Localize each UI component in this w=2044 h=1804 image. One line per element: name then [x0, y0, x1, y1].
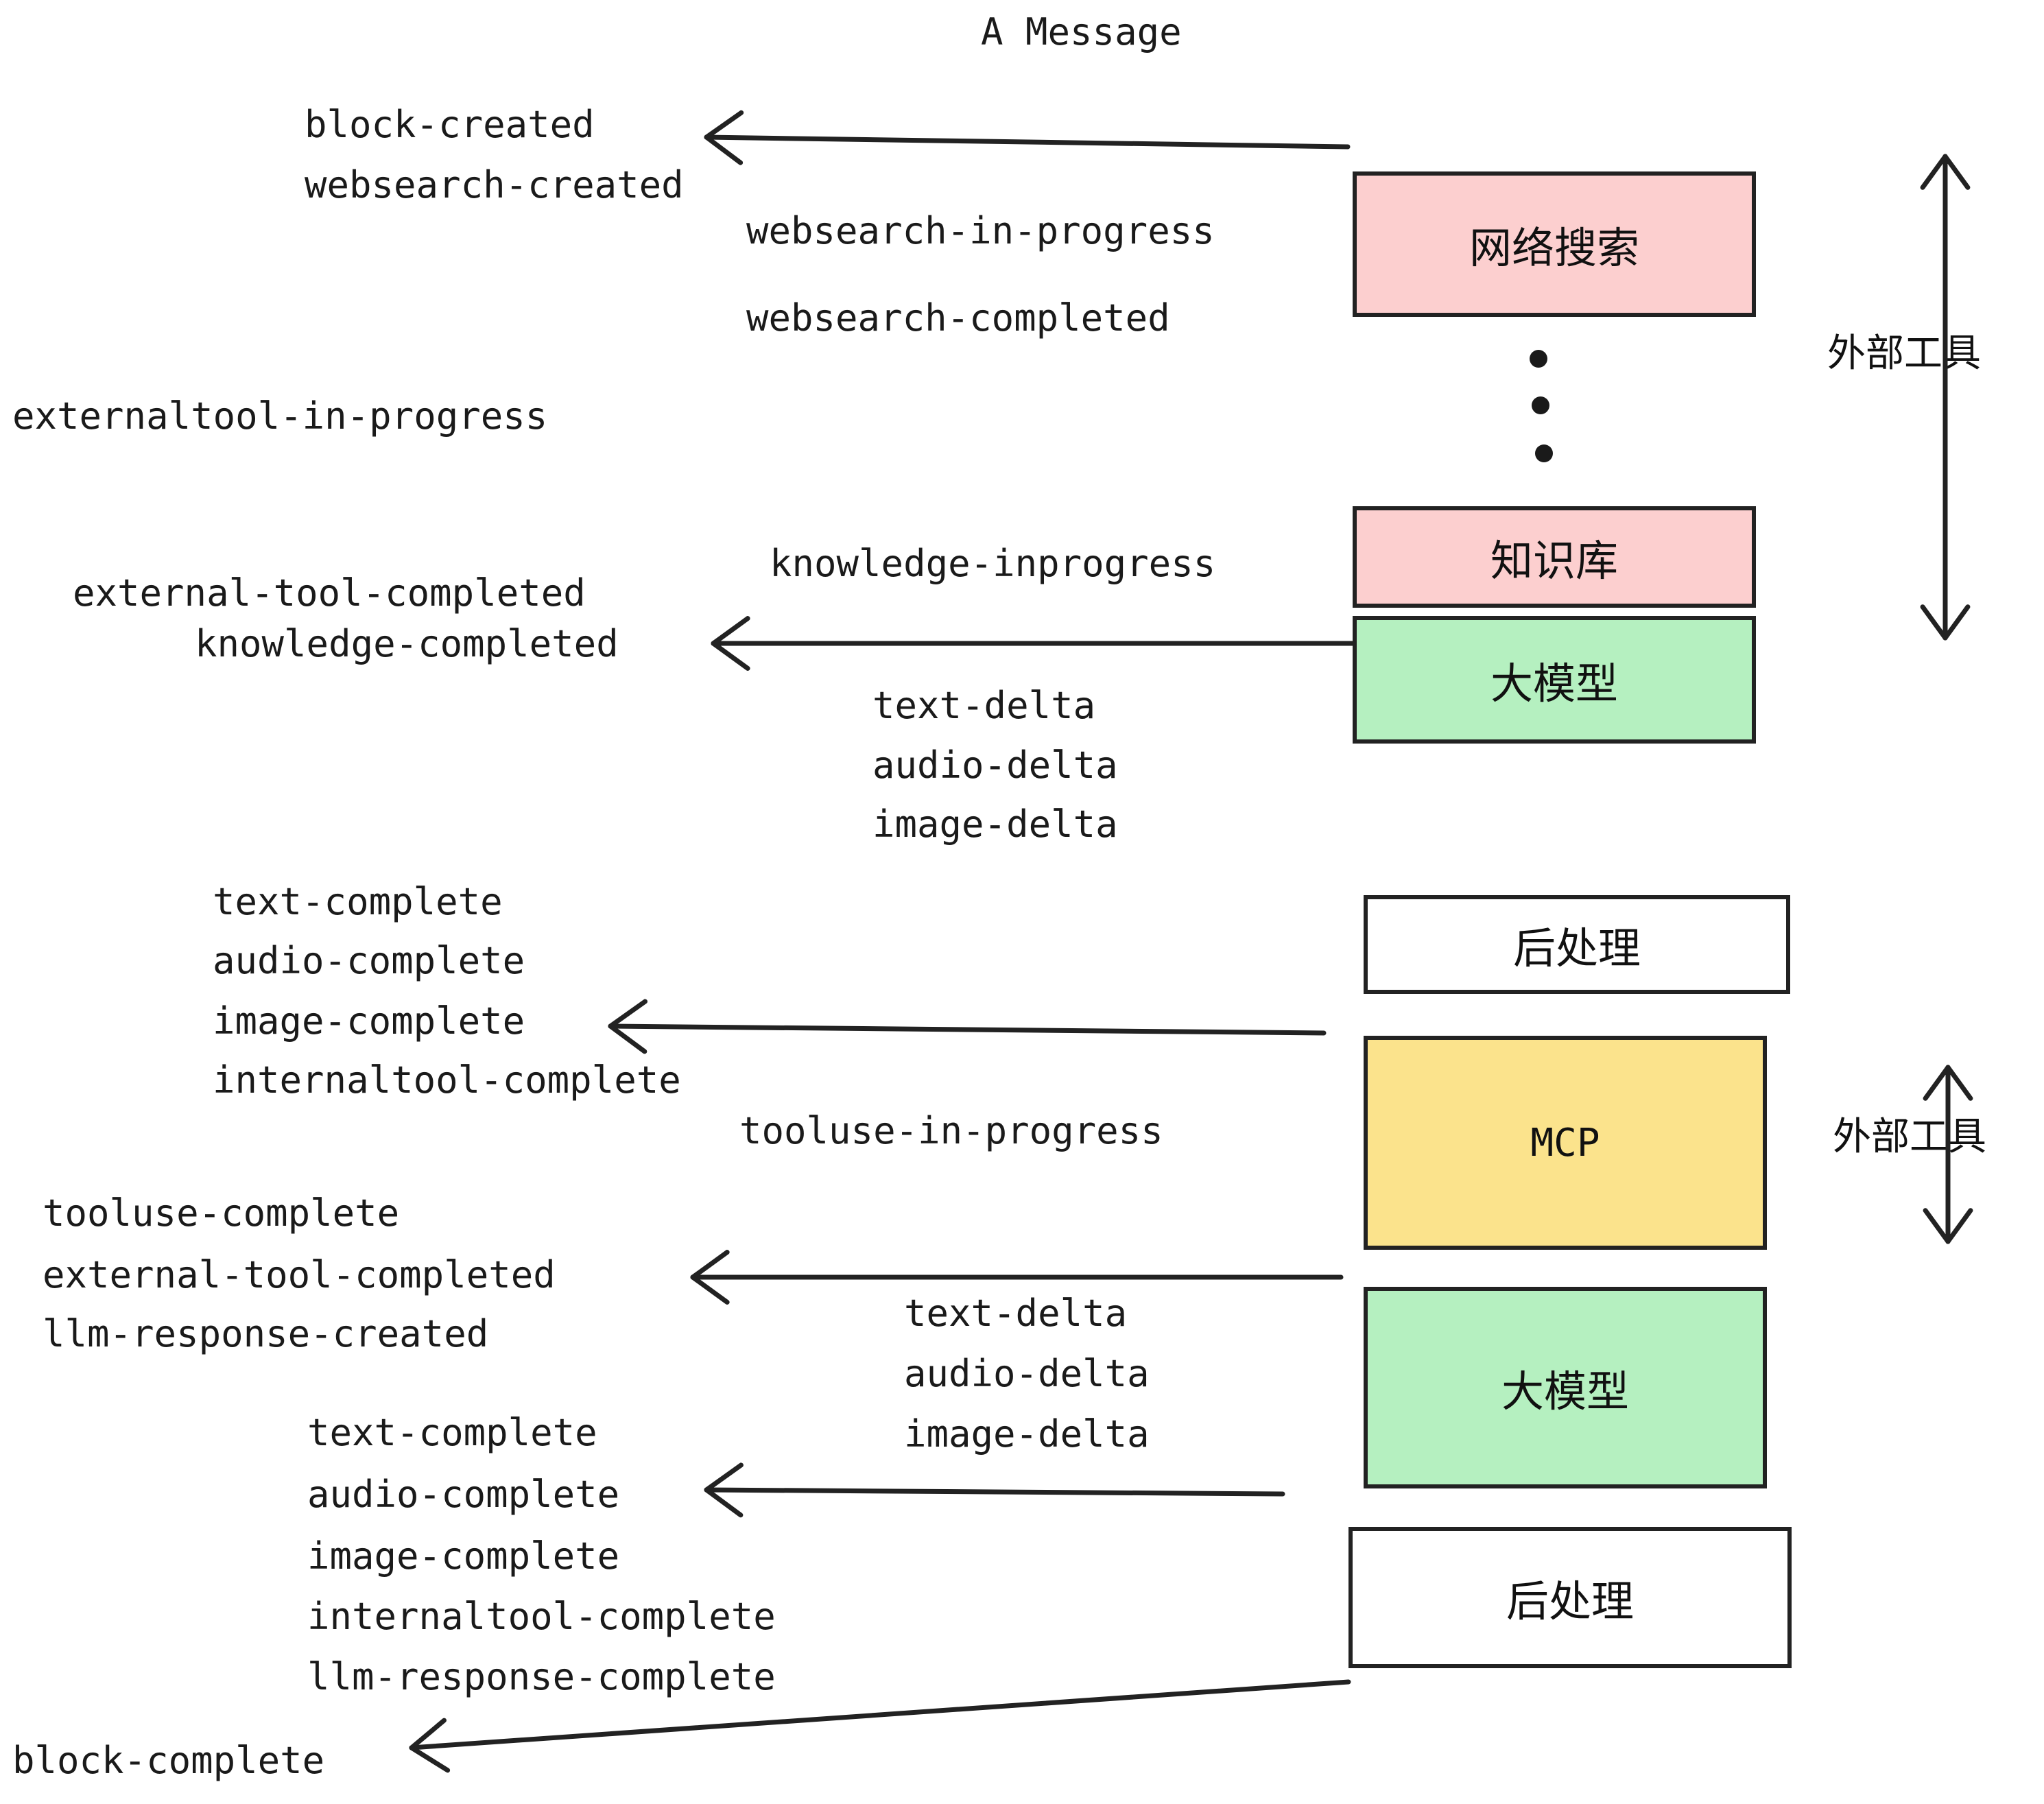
node-knowledge: 知识库 [1353, 506, 1756, 608]
arrow-arrow-block-created [704, 110, 1351, 165]
event-label-text-complete-1: text-complete [213, 880, 503, 923]
event-label-text-delta-1: text-delta [872, 684, 1096, 727]
event-label-audio-delta-2: audio-delta [904, 1352, 1150, 1395]
event-label-tooluse-complete: tooluse-complete [43, 1191, 400, 1235]
event-label-external-tool-completed-1: external-tool-completed [73, 571, 586, 615]
event-label-image-complete-1: image-complete [213, 999, 525, 1043]
node-postproc-2: 后处理 [1348, 1527, 1792, 1668]
event-label-external-tool-completed-2: external-tool-completed [43, 1253, 556, 1296]
event-label-websearch-created: websearch-created [305, 163, 684, 206]
event-label-websearch-completed: websearch-completed [746, 296, 1170, 340]
node-postproc-1: 后处理 [1364, 895, 1790, 994]
event-label-text-delta-2: text-delta [904, 1292, 1128, 1335]
event-label-image-complete-2: image-complete [307, 1534, 620, 1578]
event-label-audio-complete-1: audio-complete [213, 939, 525, 982]
node-websearch: 网络搜索 [1353, 171, 1756, 317]
event-label-tooluse-in-progress: tooluse-in-progress [739, 1109, 1163, 1152]
page-title: A Message [981, 10, 1182, 54]
node-mcp: MCP [1364, 1036, 1767, 1250]
ellipsis-dot-3 [1535, 444, 1553, 462]
event-label-text-complete-2: text-complete [307, 1411, 597, 1454]
node-llm-1: 大模型 [1353, 616, 1756, 744]
group-label-external-tool-bottom: 外部工具 [1833, 1115, 1986, 1159]
event-label-block-created: block-created [305, 103, 595, 146]
double-arrow-external-tool-range-top [1920, 154, 1971, 641]
arrow-arrow-image-complete [608, 999, 1327, 1054]
event-label-llm-response-created: llm-response-created [43, 1312, 489, 1355]
arrow-arrow-audio-complete [704, 1462, 1285, 1518]
event-label-image-delta-1: image-delta [872, 803, 1118, 846]
event-label-image-delta-2: image-delta [904, 1412, 1150, 1456]
event-label-externaltool-in-progress: externaltool-in-progress [12, 394, 548, 438]
event-label-block-complete: block-complete [12, 1739, 325, 1782]
node-llm-2: 大模型 [1364, 1287, 1767, 1488]
event-label-llm-response-complete: llm-response-complete [307, 1655, 776, 1698]
event-label-knowledge-inprogress: knowledge-inprogress [770, 542, 1216, 585]
event-label-audio-complete-2: audio-complete [307, 1473, 620, 1516]
event-label-audio-delta-1: audio-delta [872, 744, 1118, 787]
event-label-internaltool-complete-1: internaltool-complete [213, 1058, 681, 1102]
group-label-external-tool-top: 外部工具 [1827, 331, 1981, 376]
event-label-websearch-in-progress: websearch-in-progress [746, 209, 1215, 252]
ellipsis-dot-1 [1530, 350, 1547, 368]
ellipsis-dot-2 [1532, 396, 1549, 414]
arrow-arrow-knowledge-completed [711, 616, 1355, 671]
event-label-internaltool-complete-2: internaltool-complete [307, 1595, 776, 1638]
event-label-knowledge-completed: knowledge-completed [195, 622, 619, 665]
